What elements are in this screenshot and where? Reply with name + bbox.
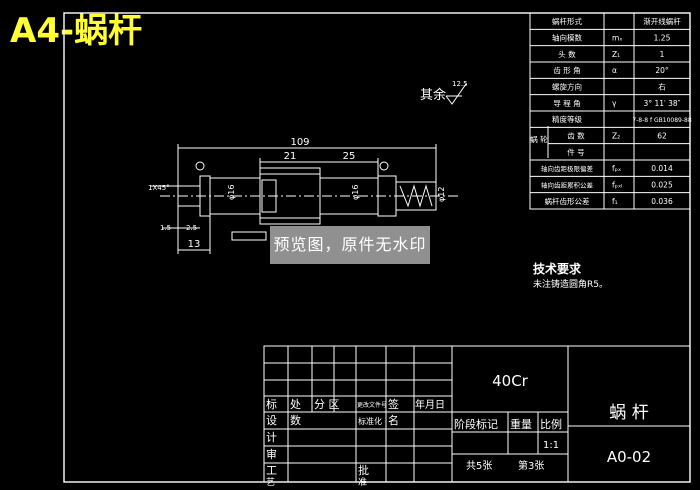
param-symbol: γ <box>612 99 617 108</box>
sheet-title: A4-蜗杆 <box>10 11 142 51</box>
title-block <box>263 345 691 483</box>
param-label: 精度等级 <box>552 114 582 124</box>
approve-label: 批 <box>358 463 369 477</box>
col-date: 年月日 <box>415 398 445 411</box>
design-label-2: 数 <box>290 414 301 427</box>
param-label: 蜗杆齿形公差 <box>545 196 590 206</box>
param-value: 62 <box>657 132 667 141</box>
scale-label: 比例 <box>540 417 562 431</box>
param-label: 件 号 <box>567 147 584 157</box>
roughness-note: 其余 <box>420 87 446 103</box>
stage-label: 阶段标记 <box>454 417 498 431</box>
param-label: 蜗杆形式 <box>552 16 582 26</box>
param-value: 0.036 <box>651 197 673 206</box>
param-label: 头 数 <box>558 49 576 59</box>
dim-left-small: 13 <box>188 239 201 250</box>
std-label: 标准化 <box>358 416 382 426</box>
design-label: 设 <box>266 414 277 427</box>
param-value: 20° <box>655 66 669 75</box>
sheet-number: 第3张 <box>518 459 544 472</box>
preview-watermark: 预览图，原件无水印 <box>270 226 430 264</box>
material-value: 40Cr <box>492 372 529 390</box>
dim-d1: φ16 <box>227 185 236 200</box>
col-mark: 标 <box>266 397 277 411</box>
dim-right: 25 <box>343 151 356 162</box>
craft-label: 工 <box>266 464 277 477</box>
mate-label: 蜗 轮 <box>530 134 548 144</box>
std-label-2: 名 <box>388 413 399 427</box>
approve-label-2: 准 <box>358 477 367 488</box>
param-value: 右 <box>658 82 666 92</box>
weight-label: 重量 <box>510 417 532 431</box>
param-value: 1 <box>660 50 665 59</box>
param-value: 0.014 <box>651 164 673 173</box>
drawing-number: A0-02 <box>607 448 651 466</box>
param-value: 7-8-8 f GB10089-88 <box>632 117 692 124</box>
param-value: 渐开线蜗杆 <box>643 16 681 26</box>
craft-label-2: 艺 <box>266 477 275 488</box>
dim-shoulder: 1.5 <box>160 224 171 232</box>
dim-d2: φ16 <box>351 185 360 200</box>
check-label: 计 <box>266 431 277 444</box>
dim-d-gear: φ12 <box>437 187 446 202</box>
col-sign: 签 <box>388 397 399 411</box>
param-value: 1.25 <box>654 34 671 43</box>
param-label: 齿 形 角 <box>553 65 580 75</box>
dim-step: 2.5 <box>186 224 197 232</box>
param-symbol: Z₁ <box>612 50 620 59</box>
col-zone: 分 区 <box>314 398 340 411</box>
review-label: 审 <box>266 447 277 461</box>
param-label: 螺旋方向 <box>552 82 582 92</box>
param-label: 轴向齿距累积公差 <box>541 181 594 190</box>
tech-notes-line: 未注铸造圆角R5。 <box>533 278 608 290</box>
param-value: 3° 11′ 38″ <box>644 99 681 108</box>
worm-shaft-view <box>150 83 467 254</box>
dim-overall: 109 <box>290 137 309 148</box>
param-label: 轴向模数 <box>552 33 582 43</box>
roughness-value: 12.5 <box>452 80 468 88</box>
param-symbol: Z₂ <box>612 132 620 141</box>
param-symbol: fₚₓ <box>612 164 621 173</box>
sheet-total: 共5张 <box>466 460 492 472</box>
param-label: 轴向齿距极限偏差 <box>541 164 594 173</box>
col-count: 处 <box>290 398 301 411</box>
scale-value: 1:1 <box>543 440 559 451</box>
param-label: 导 程 角 <box>553 98 580 108</box>
col-change-doc: 更改文件号 <box>357 401 387 409</box>
param-symbol: α <box>612 66 617 75</box>
param-value: 0.025 <box>651 181 673 190</box>
param-symbol: f₁ <box>612 197 618 206</box>
param-label: 齿 数 <box>567 131 585 141</box>
tech-notes-title: 技术要求 <box>533 261 582 276</box>
dim-mid: 21 <box>284 151 297 162</box>
param-symbol: fₚₓₗ <box>612 181 622 190</box>
part-name: 蜗 杆 <box>609 403 648 423</box>
dim-chamfer: 1X45° <box>148 184 170 192</box>
param-symbol: mₓ <box>612 34 623 43</box>
